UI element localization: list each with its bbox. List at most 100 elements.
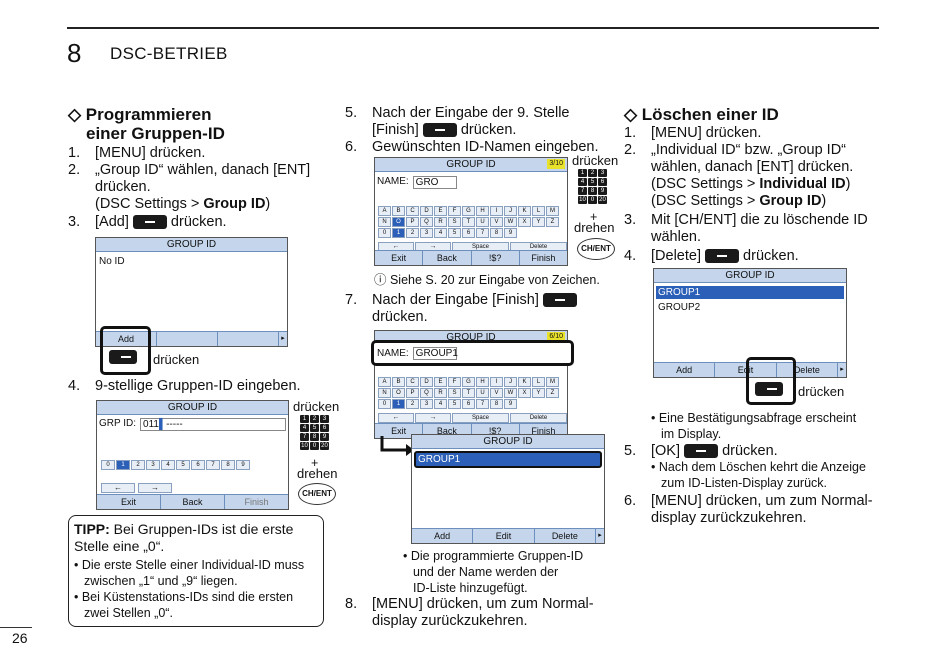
- keyboard-key[interactable]: F: [448, 377, 461, 387]
- name-input[interactable]: GRO: [412, 176, 457, 189]
- keyboard-key[interactable]: 9: [504, 228, 517, 238]
- left-arrow-key[interactable]: ←: [101, 483, 135, 493]
- keyboard-key[interactable]: 8: [490, 399, 503, 409]
- keyboard-key[interactable]: 2: [406, 399, 419, 409]
- keyboard-key[interactable]: A: [378, 377, 391, 387]
- keyboard-key[interactable]: U: [476, 388, 489, 398]
- keyboard-key[interactable]: B: [392, 377, 405, 387]
- keyboard-key[interactable]: 6: [191, 460, 205, 470]
- delete-key[interactable]: Delete: [510, 413, 567, 423]
- keyboard-key[interactable]: W: [504, 388, 517, 398]
- name-input[interactable]: GROUP1: [412, 346, 458, 360]
- keyboard-key[interactable]: B: [392, 206, 405, 216]
- keyboard-key[interactable]: W: [504, 217, 517, 227]
- keyboard-key[interactable]: N: [378, 388, 391, 398]
- softkey-edit[interactable]: Edit: [473, 529, 535, 543]
- softkey-edit[interactable]: Edit: [715, 363, 777, 377]
- keyboard-key[interactable]: E: [434, 377, 447, 387]
- keyboard-key[interactable]: H: [476, 377, 489, 387]
- keyboard-key[interactable]: R: [434, 388, 447, 398]
- softkey-finish[interactable]: Finish: [244, 497, 269, 507]
- keyboard-key[interactable]: R: [434, 217, 447, 227]
- keyboard-key[interactable]: 0: [101, 460, 115, 470]
- keyboard-key[interactable]: X: [518, 388, 531, 398]
- right-arrow-key[interactable]: →: [138, 483, 172, 493]
- keyboard-key[interactable]: 2: [131, 460, 145, 470]
- keyboard-key[interactable]: 7: [476, 228, 489, 238]
- keyboard-key[interactable]: 0: [378, 399, 391, 409]
- softkey-add[interactable]: Add: [96, 332, 157, 346]
- keyboard-key[interactable]: K: [518, 206, 531, 216]
- keyboard-key[interactable]: 8: [221, 460, 235, 470]
- minus-key-icon[interactable]: [109, 349, 137, 364]
- softkey-exit[interactable]: Exit: [97, 495, 161, 509]
- keyboard-key[interactable]: J: [504, 377, 517, 387]
- keyboard-key[interactable]: K: [518, 377, 531, 387]
- keyboard-key[interactable]: Q: [420, 217, 433, 227]
- softkey-finish[interactable]: Finish: [531, 253, 556, 263]
- keyboard-key[interactable]: U: [476, 217, 489, 227]
- keyboard-key[interactable]: T: [462, 217, 475, 227]
- keyboard-key[interactable]: S: [448, 217, 461, 227]
- keyboard-key[interactable]: 5: [448, 228, 461, 238]
- keyboard-key[interactable]: F: [448, 206, 461, 216]
- softkey-exit[interactable]: Exit: [375, 424, 424, 438]
- keyboard-key[interactable]: 4: [434, 399, 447, 409]
- keyboard-key[interactable]: G: [462, 206, 475, 216]
- keyboard-key[interactable]: Y: [532, 388, 545, 398]
- keyboard-key[interactable]: H: [476, 206, 489, 216]
- keyboard-key[interactable]: 6: [462, 399, 475, 409]
- keyboard-key[interactable]: 3: [420, 399, 433, 409]
- softkey-symbols[interactable]: !$?: [472, 251, 520, 265]
- keyboard-key[interactable]: Z: [546, 217, 559, 227]
- keyboard-key[interactable]: X: [518, 217, 531, 227]
- keyboard-key[interactable]: L: [532, 377, 545, 387]
- keyboard-key[interactable]: 1: [392, 228, 405, 238]
- keyboard-key[interactable]: T: [462, 388, 475, 398]
- keyboard-key[interactable]: E: [434, 206, 447, 216]
- keyboard-key[interactable]: V: [490, 217, 503, 227]
- keyboard-key[interactable]: N: [378, 217, 391, 227]
- keyboard-key[interactable]: M: [546, 206, 559, 216]
- keyboard-key[interactable]: 9: [236, 460, 250, 470]
- softkey-finish[interactable]: Finish: [531, 426, 556, 436]
- keyboard-key[interactable]: 3: [146, 460, 160, 470]
- keyboard-key[interactable]: A: [378, 206, 391, 216]
- keyboard-key[interactable]: I: [490, 206, 503, 216]
- keyboard-key[interactable]: V: [490, 388, 503, 398]
- softkey-back[interactable]: Back: [161, 495, 225, 509]
- list-item-selected[interactable]: GROUP1: [656, 286, 844, 299]
- keyboard-key[interactable]: P: [406, 388, 419, 398]
- keyboard-key[interactable]: P: [406, 217, 419, 227]
- keyboard-key[interactable]: 5: [176, 460, 190, 470]
- list-item-selected[interactable]: GROUP1: [414, 451, 602, 468]
- keyboard-key[interactable]: 0: [378, 228, 391, 238]
- keyboard-key[interactable]: M: [546, 377, 559, 387]
- minus-key-icon[interactable]: [755, 381, 783, 396]
- keyboard-key[interactable]: 8: [490, 228, 503, 238]
- keyboard-key[interactable]: I: [490, 377, 503, 387]
- softkey-delete[interactable]: Delete: [535, 529, 596, 543]
- keyboard-key[interactable]: 7: [206, 460, 220, 470]
- keyboard-key[interactable]: S: [448, 388, 461, 398]
- keyboard-key[interactable]: 9: [504, 399, 517, 409]
- keyboard-key[interactable]: 4: [434, 228, 447, 238]
- keyboard-key[interactable]: L: [532, 206, 545, 216]
- keyboard-key[interactable]: Q: [420, 388, 433, 398]
- softkey-add[interactable]: Add: [654, 363, 716, 377]
- keyboard-key[interactable]: D: [420, 206, 433, 216]
- keyboard-key[interactable]: D: [420, 377, 433, 387]
- keyboard-key[interactable]: C: [406, 206, 419, 216]
- keyboard-key[interactable]: O: [392, 388, 405, 398]
- keyboard-key[interactable]: 1: [392, 399, 405, 409]
- keyboard-key[interactable]: 6: [462, 228, 475, 238]
- left-arrow-key[interactable]: ←: [378, 413, 414, 423]
- keyboard-key[interactable]: 5: [448, 399, 461, 409]
- softkey-back[interactable]: Back: [423, 424, 472, 438]
- keyboard-key[interactable]: O: [392, 217, 405, 227]
- list-item[interactable]: GROUP2: [658, 302, 701, 313]
- softkey-symbols[interactable]: !$?: [472, 424, 520, 438]
- keyboard-key[interactable]: 4: [161, 460, 175, 470]
- keyboard-key[interactable]: 2: [406, 228, 419, 238]
- keyboard-key[interactable]: G: [462, 377, 475, 387]
